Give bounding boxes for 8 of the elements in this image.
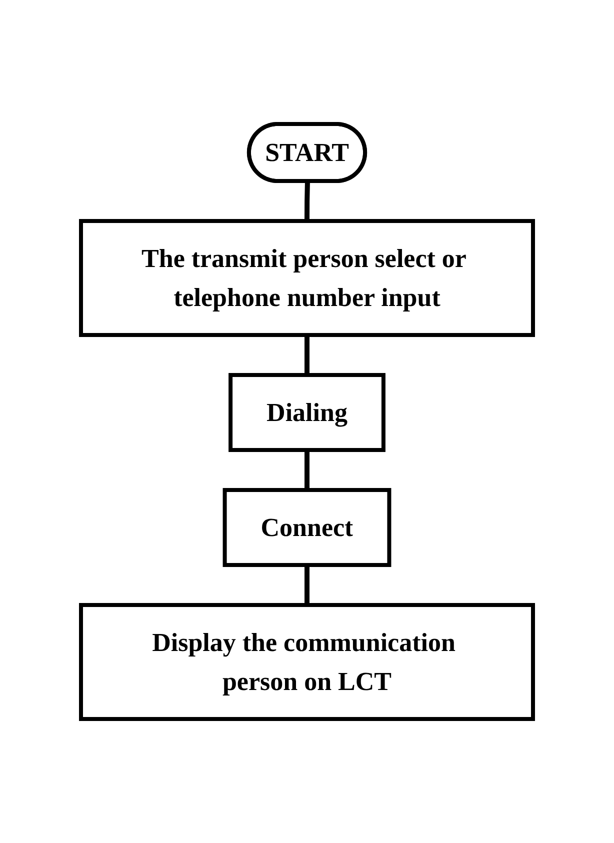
node-box: Dialing <box>228 373 386 452</box>
connector <box>304 450 310 490</box>
connector <box>304 565 310 605</box>
node-box: Connect <box>222 488 392 567</box>
node-box: Display the communication person on LCT <box>79 603 535 721</box>
connector <box>304 335 310 375</box>
connector <box>304 181 310 221</box>
node-box: The transmit person select or telephone number input <box>79 219 535 337</box>
